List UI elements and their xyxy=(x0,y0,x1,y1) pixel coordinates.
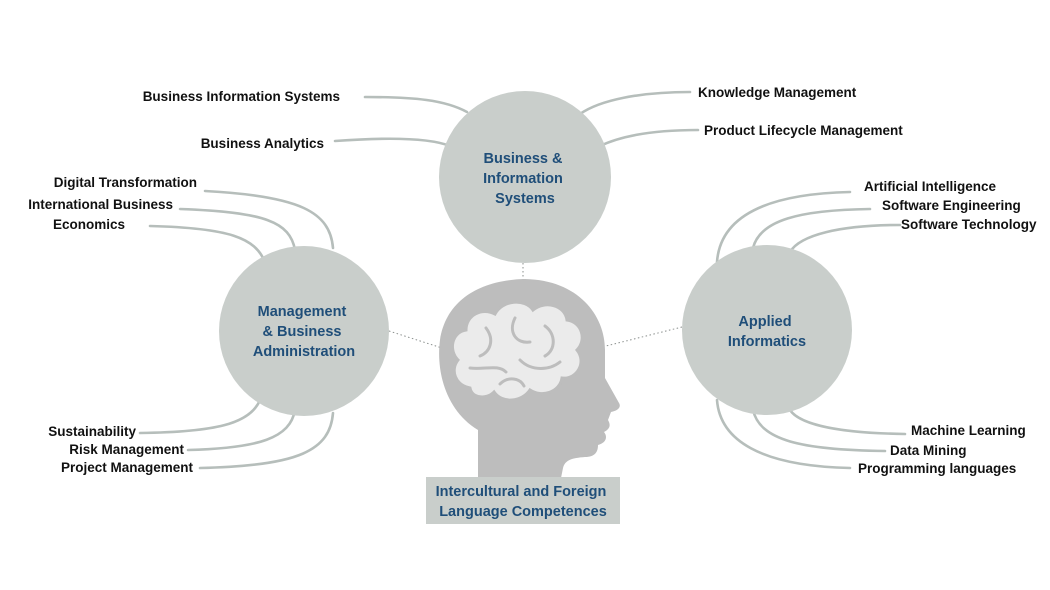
hub-label-line: & Business xyxy=(262,324,341,340)
hub-label-business-info: Business & Information Systems xyxy=(483,151,567,207)
hub-label-line: Administration xyxy=(253,344,355,360)
topic-label: Artificial Intelligence xyxy=(864,179,997,194)
topic-label: Programming languages xyxy=(858,461,1016,476)
hub-label-line: Systems xyxy=(495,191,555,207)
center-label-box xyxy=(426,477,620,524)
topic-label: Business Information Systems xyxy=(143,89,340,104)
topic-label: Business Analytics xyxy=(201,136,324,151)
hub-label-line: Informatics xyxy=(728,334,806,350)
hub-label-line: Management xyxy=(258,304,347,320)
topic-label: Software Technology xyxy=(901,217,1037,232)
topic-label: Software Engineering xyxy=(882,198,1021,213)
topic-label: Machine Learning xyxy=(911,423,1026,438)
topic-label: Sustainability xyxy=(48,424,136,439)
connectors xyxy=(388,263,683,349)
hub-label-line: Information xyxy=(483,171,563,187)
hub-business-info xyxy=(439,91,611,263)
center-label-line: Intercultural and Foreign xyxy=(436,484,607,500)
topic-label: Risk Management xyxy=(69,442,184,457)
center-label: Intercultural and Foreign Language Compe… xyxy=(436,484,611,520)
topic-label: Knowledge Management xyxy=(698,85,857,100)
hub-label-applied: Applied Informatics xyxy=(728,314,806,350)
topic-label: Economics xyxy=(53,217,125,232)
tendrils-applied xyxy=(715,190,907,470)
hub-applied xyxy=(682,245,852,415)
topic-label: Data Mining xyxy=(890,443,967,458)
tendrils-business-info xyxy=(333,90,700,148)
hub-management xyxy=(219,246,389,416)
topic-label: Project Management xyxy=(61,460,194,475)
topic-label: Digital Transformation xyxy=(54,175,197,190)
tendrils-management xyxy=(138,189,335,470)
hub-label-management: Management & Business Administration xyxy=(253,304,355,360)
topic-label: Product Lifecycle Management xyxy=(704,123,903,138)
hub-label-line: Applied xyxy=(738,314,791,330)
brain-icon xyxy=(450,300,584,402)
hub-label-line: Business & xyxy=(483,151,562,167)
center-label-line: Language Competences xyxy=(439,504,607,520)
topic-label: International Business xyxy=(28,197,173,212)
